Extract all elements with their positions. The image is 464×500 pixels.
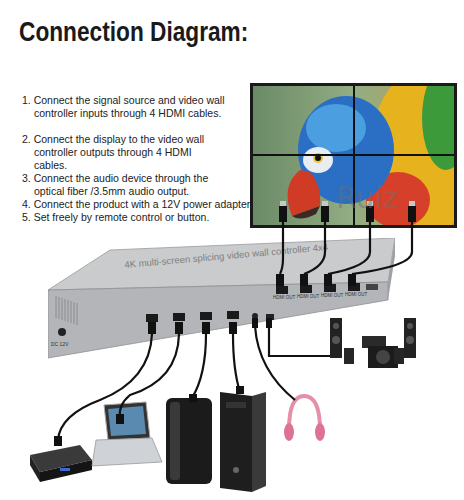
port-label: DC 12V [51, 342, 69, 347]
instruction-step: 1. Connect the signal source and video w… [22, 94, 227, 120]
set-top-box [30, 445, 92, 482]
video-wall-controller: 4K multi-screen splicing video wall cont… [48, 238, 395, 360]
instruction-step: 5. Set freely by remote control or butto… [22, 211, 262, 224]
port-label: HDMI OUT [273, 296, 295, 301]
instruction-step: 3. Connect the audio device through the … [22, 172, 227, 198]
pc-tower [220, 392, 266, 492]
game-console [166, 398, 212, 484]
port-label: HDMI OUT [321, 294, 343, 299]
video-wall [250, 66, 464, 240]
speaker-set [330, 318, 416, 368]
port-label: HDMI OUT [345, 293, 367, 298]
laptop [92, 402, 162, 466]
port-label: HDMI OUT [297, 295, 319, 300]
diagram-title: Connection Diagram: [19, 16, 248, 48]
instruction-step: 4. Connect the product with a 12V power … [22, 198, 284, 211]
headphones [284, 396, 325, 441]
watermark: Ruiz [336, 180, 399, 215]
instruction-step: 2. Connect the display to the video wall… [22, 133, 227, 172]
